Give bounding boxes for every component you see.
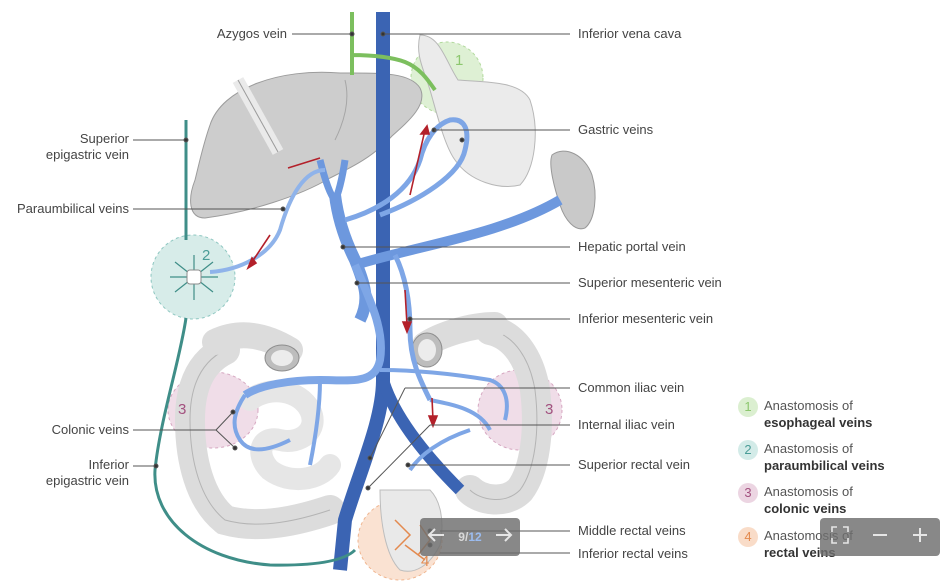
label-gastric-veins: Gastric veins bbox=[578, 122, 654, 137]
page-total: 12 bbox=[468, 530, 482, 544]
azygos-vein bbox=[350, 12, 437, 92]
legend-item-2: 2 Anastomosis of paraumbilical veins bbox=[738, 440, 885, 474]
label-paraumbilical-veins: Paraumbilical veins bbox=[17, 201, 129, 216]
label-superior-mesenteric-vein: Superior mesenteric vein bbox=[578, 275, 722, 290]
legend-item-3: 3 Anastomosis of colonic veins bbox=[738, 483, 853, 517]
legend-badge-2: 2 bbox=[738, 440, 758, 460]
legend-line2-4: rectal veins bbox=[764, 545, 836, 560]
arrow-left-icon[interactable] bbox=[427, 527, 445, 547]
page-current: 9 bbox=[458, 530, 465, 544]
arrow-right-icon[interactable] bbox=[495, 527, 513, 547]
stomach bbox=[418, 34, 536, 187]
legend-line2-3: colonic veins bbox=[764, 501, 847, 516]
label-internal-iliac-vein: Internal iliac vein bbox=[578, 417, 675, 432]
label-azygos-vein: Azygos vein bbox=[216, 26, 287, 41]
label-common-iliac-vein: Common iliac vein bbox=[578, 380, 685, 395]
fullscreen-icon[interactable] bbox=[831, 525, 849, 549]
spleen bbox=[550, 150, 596, 230]
zone-marker-3-right: 3 bbox=[545, 401, 553, 418]
label-superior-epigastric-2: epigastric vein bbox=[45, 147, 129, 162]
paraumbilical-vein bbox=[209, 168, 326, 274]
legend-line1-3: Anastomosis of bbox=[764, 484, 853, 499]
legend-line2-1: esophageal veins bbox=[764, 415, 873, 430]
zone-marker-2: 2 bbox=[202, 247, 210, 264]
flow-arrows bbox=[246, 124, 439, 429]
legend-line1-2: Anastomosis of bbox=[764, 441, 853, 456]
legend-badge-4: 4 bbox=[738, 527, 758, 547]
label-inferior-vena-cava: Inferior vena cava bbox=[578, 26, 682, 41]
page-separator: / bbox=[464, 530, 469, 544]
page-indicator: 9/12 bbox=[458, 530, 481, 544]
label-superior-rectal-vein: Superior rectal vein bbox=[578, 457, 690, 472]
label-inferior-mesenteric-vein: Inferior mesenteric vein bbox=[578, 311, 714, 326]
legend-badge-1: 1 bbox=[738, 397, 758, 417]
zone-marker-1: 1 bbox=[455, 52, 463, 69]
minus-icon[interactable] bbox=[871, 526, 889, 549]
legend-line2-2: paraumbilical veins bbox=[764, 458, 885, 473]
zoom-controls bbox=[820, 518, 940, 556]
label-inferior-epigastric-1: Inferior bbox=[88, 457, 129, 472]
slide-pager: 9/12 bbox=[420, 518, 520, 556]
legend-item-1: 1 Anastomosis of esophageal veins bbox=[738, 397, 872, 431]
legend-line1-1: Anastomosis of bbox=[764, 398, 853, 413]
label-middle-rectal-veins: Middle rectal veins bbox=[578, 523, 686, 538]
inferior-mesenteric-vein bbox=[392, 253, 433, 402]
label-colonic-veins: Colonic veins bbox=[51, 422, 129, 437]
superior-mesenteric-vein bbox=[242, 263, 385, 399]
label-inferior-epigastric-2: epigastric vein bbox=[45, 473, 129, 488]
label-superior-epigastric-1: Superior bbox=[79, 131, 129, 146]
splenic-vein bbox=[353, 195, 563, 270]
label-hepatic-portal-vein: Hepatic portal vein bbox=[578, 239, 686, 254]
zone-marker-3-left: 3 bbox=[178, 401, 186, 418]
label-inferior-rectal-veins: Inferior rectal veins bbox=[578, 546, 688, 561]
legend-badge-3: 3 bbox=[738, 483, 758, 503]
plus-icon[interactable] bbox=[911, 526, 929, 549]
gastric-veins bbox=[344, 117, 470, 223]
small-intestine bbox=[239, 380, 341, 491]
zone-marker-4: 4 bbox=[421, 553, 429, 570]
